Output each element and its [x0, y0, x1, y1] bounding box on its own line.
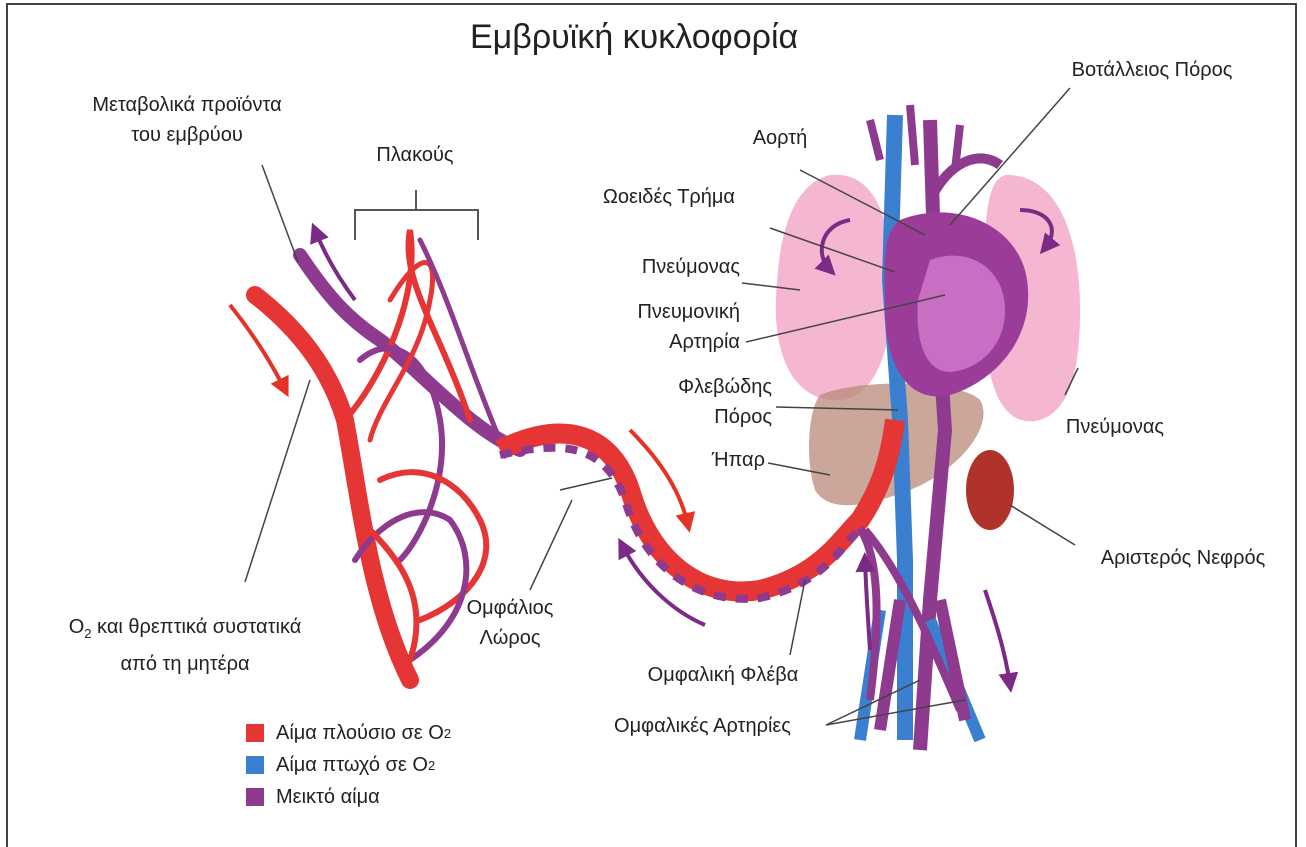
label-o2-nutrients: O2 και θρεπτικά συστατικά από τη μητέρα [20, 612, 350, 679]
legend-swatch [246, 788, 264, 806]
label-metabolic-products: Μεταβολικά προϊόντα του εμβρύου [52, 90, 322, 150]
flow-arrow-descending [985, 590, 1010, 685]
label-foramen-ovale: Ωοειδές Τρήμα [540, 182, 735, 212]
left-kidney-shape [966, 450, 1014, 530]
legend-label: Αίμα πλούσιο σε O [276, 722, 444, 745]
diagram-title: Εμβρυϊκή κυκλοφορία [470, 18, 798, 57]
label-placenta: Πλακούς [355, 140, 475, 170]
label-umbilical-cord: Ομφάλιος Λώρος [455, 593, 565, 653]
label-aorta: Αορτή [740, 123, 820, 153]
label-ductus-arteriosus: Βοτάλλειος Πόρος [1042, 55, 1262, 85]
label-left-kidney: Αριστερός Νεφρός [1068, 543, 1298, 573]
label-liver: Ήπαρ [660, 445, 765, 475]
flow-arrow-umbilical-up [865, 560, 870, 650]
label-lung-left: Πνεύμονας [570, 252, 740, 282]
label-pulmonary-artery: Πνευμονική Αρτηρία [570, 297, 740, 357]
label-ductus-venosus: Φλεβώδης Πόρος [600, 372, 772, 432]
neck-vessels [870, 105, 960, 170]
legend-label: Μεικτό αίμα [276, 786, 380, 809]
placenta-bracket [355, 190, 478, 240]
legend-swatch [246, 724, 264, 742]
label-lung-right: Πνεύμονας [1030, 412, 1200, 442]
legend-swatch [246, 756, 264, 774]
legend-item-mixed: Μεικτό αίμα [246, 784, 380, 810]
legend-label: Αίμα πτωχό σε O [276, 754, 428, 777]
label-umbilical-vein: Ομφαλική Φλέβα [618, 660, 828, 690]
label-umbilical-arteries: Ομφαλικές Αρτηρίες [580, 711, 825, 741]
